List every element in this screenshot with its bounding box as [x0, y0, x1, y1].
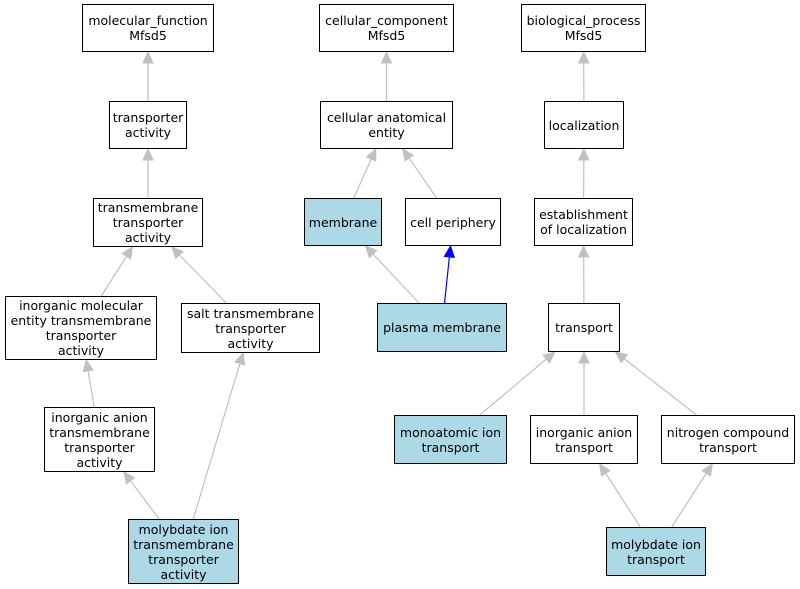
edge-arrowhead: [170, 246, 184, 260]
edge-cc_mem-to-cc_cae: [353, 158, 372, 199]
edge-cc_pm-to-cc_mem: [372, 253, 420, 304]
edge-arrowhead: [701, 462, 713, 477]
node-label-line: entity: [368, 125, 405, 140]
node-label-line: transporter: [45, 328, 117, 343]
node-label-line: membrane: [308, 214, 378, 230]
edge-arrowhead: [82, 358, 94, 373]
edge-bp_mono-to-bp_trans: [479, 358, 547, 416]
node-label-line: molybdate ion: [138, 521, 229, 537]
edge-arrowhead: [578, 147, 590, 161]
node-label-line: plasma membrane: [383, 320, 501, 335]
node-label-line: Mfsd5: [367, 28, 406, 43]
node-label-line: monoatomic ion: [399, 424, 502, 440]
node-label-line: cellular_component: [325, 13, 448, 28]
node-label-line: of localization: [540, 222, 627, 237]
edge-mf_moly-to-mf_ianion: [129, 480, 160, 520]
node-label-line: inorganic anion: [51, 409, 148, 425]
edge-mf_moly-to-mf_salt: [192, 363, 241, 520]
node-label-line: transmembrane: [97, 200, 199, 215]
edge-arrowhead: [234, 351, 246, 366]
node-label-line: establishment: [539, 207, 628, 222]
edge-arrowhead: [123, 471, 136, 485]
node-transport[interactable]: transport: [548, 303, 620, 352]
edge-bp_moly-to-bp_ianion: [605, 472, 641, 528]
edge-arrowhead: [578, 350, 590, 364]
edge-arrowhead: [577, 50, 590, 64]
edge-cc_pm-to-cc_cp: [443, 256, 450, 304]
node-label-line: Mfsd5: [129, 28, 167, 43]
node-label-line: molecular_function: [88, 13, 208, 28]
node-localization[interactable]: localization: [544, 101, 624, 149]
node-label-line: transport: [627, 551, 685, 567]
edge-arrowhead: [364, 245, 378, 259]
edge-mf_imol-to-mf_tta: [100, 255, 128, 297]
edge-arrowhead: [121, 245, 134, 260]
node-label-line: activity: [227, 335, 274, 351]
edge-cc_cp-to-cc_cae: [408, 157, 438, 199]
node-label-line: transmembrane: [133, 536, 234, 552]
edge-mf_ianion-to-mf_imol: [87, 370, 95, 408]
node-label-line: transmembrane: [49, 424, 150, 440]
node-label-line: activity: [76, 454, 123, 470]
node-label-line: inorganic anion: [535, 424, 633, 440]
node-label-line: transport: [699, 439, 757, 455]
node-label-line: molybdate ion: [611, 536, 701, 552]
edge-arrowhead: [365, 147, 377, 162]
node-label-line: Mfsd5: [564, 28, 603, 43]
edge-mf_salt-to-mf_tta: [179, 254, 227, 304]
edge-bp_nitro-to-bp_trans: [623, 358, 697, 416]
node-label-line: salt transmembrane: [186, 305, 315, 321]
node-label-line: transport: [555, 320, 613, 335]
node-label-line: activity: [57, 343, 105, 358]
edge-bp_moly-to-bp_nitro: [671, 472, 707, 528]
node-label-line: biological_process: [526, 13, 641, 28]
node-label-line: entity transmembrane: [10, 313, 152, 328]
node-label-line: activity: [124, 230, 172, 245]
node-label-line: nitrogen compound: [666, 424, 790, 440]
node-label-line: transporter: [148, 551, 219, 567]
node-membrane[interactable]: membrane: [304, 198, 382, 246]
node-plasma-membrane[interactable]: plasma membrane: [377, 303, 507, 352]
edge-arrowhead: [599, 462, 611, 477]
edge-arrowhead: [142, 50, 154, 64]
edge-arrowhead: [443, 244, 456, 259]
node-label-line: transporter: [64, 439, 135, 455]
node-cell-periphery[interactable]: cell periphery: [405, 198, 501, 246]
node-label-line: cellular anatomical: [326, 110, 447, 125]
edge-arrowhead: [142, 147, 154, 161]
node-label-line: activity: [160, 566, 207, 582]
node-label-line: transporter: [112, 215, 184, 230]
node-label-line: transport: [421, 439, 480, 455]
edge-arrowhead: [577, 244, 590, 258]
node-label-line: transporter: [215, 320, 286, 336]
node-label-line: activity: [124, 125, 172, 140]
node-label-line: inorganic molecular: [19, 298, 143, 313]
node-label-line: cell periphery: [410, 214, 496, 230]
edge-arrowhead: [614, 351, 629, 364]
node-label-line: transporter: [112, 110, 184, 125]
node-label-line: transport: [555, 439, 613, 455]
edge-arrowhead: [402, 148, 415, 162]
edge-arrowhead: [380, 50, 393, 64]
node-label-line: localization: [548, 117, 620, 133]
edge-arrowhead: [542, 351, 556, 364]
